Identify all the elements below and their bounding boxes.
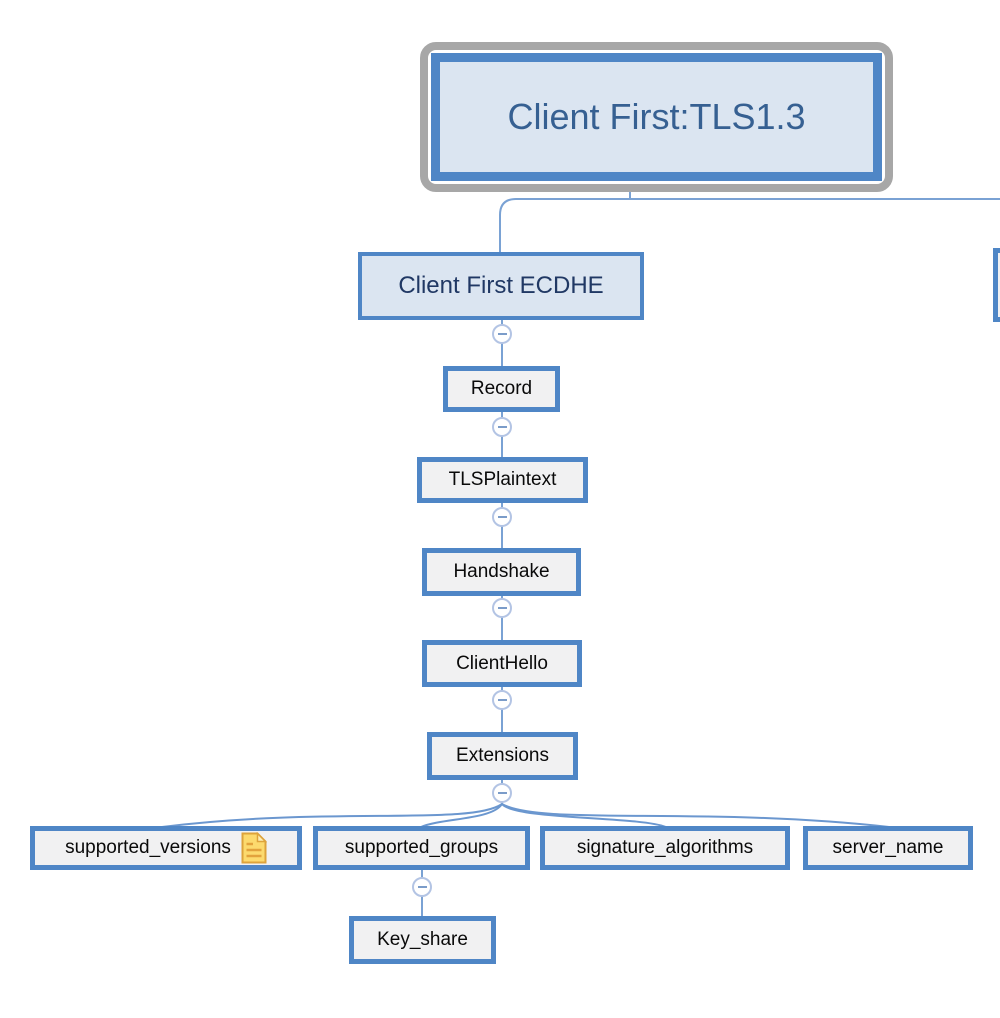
node-signature-algorithms[interactable]: signature_algorithms bbox=[540, 826, 790, 870]
node-label: Handshake bbox=[453, 561, 550, 582]
collapse-toggle-clienthello[interactable] bbox=[492, 690, 512, 710]
node-label: server_name bbox=[832, 837, 944, 858]
root-node-label: Client First:TLS1.3 bbox=[507, 96, 806, 137]
node-extensions[interactable]: Extensions bbox=[427, 732, 578, 780]
node-supported-versions[interactable]: supported_versions bbox=[30, 826, 302, 870]
node-server-name[interactable]: server_name bbox=[803, 826, 973, 870]
collapse-toggle-handshake[interactable] bbox=[492, 598, 512, 618]
node-label: supported_groups bbox=[344, 837, 499, 858]
node-label: TLSPlaintext bbox=[448, 469, 557, 490]
collapse-toggle-record[interactable] bbox=[492, 417, 512, 437]
node-label: ClientHello bbox=[456, 652, 548, 674]
minus-icon bbox=[497, 792, 507, 794]
node-supported-groups[interactable]: supported_groups bbox=[313, 826, 530, 870]
node-label: Key_share bbox=[377, 929, 468, 950]
root-node-frame: Client First:TLS1.3 bbox=[420, 42, 893, 192]
collapse-toggle-tlsplaintext[interactable] bbox=[492, 507, 512, 527]
node-key-share[interactable]: Key_share bbox=[349, 916, 496, 964]
collapse-toggle-supported-groups[interactable] bbox=[412, 877, 432, 897]
node-label: Record bbox=[470, 378, 533, 399]
root-node[interactable]: Client First:TLS1.3 bbox=[431, 53, 882, 181]
minus-icon bbox=[497, 699, 507, 701]
minus-icon bbox=[497, 426, 507, 428]
minus-icon bbox=[497, 516, 507, 518]
minus-icon bbox=[417, 886, 427, 888]
partial-node-right[interactable] bbox=[993, 248, 1000, 322]
minus-icon bbox=[497, 333, 507, 335]
node-handshake[interactable]: Handshake bbox=[422, 548, 581, 596]
node-tlsplaintext[interactable]: TLSPlaintext bbox=[417, 457, 588, 503]
node-clienthello[interactable]: ClientHello bbox=[422, 640, 582, 687]
collapse-toggle-extensions[interactable] bbox=[492, 783, 512, 803]
node-label: Extensions bbox=[456, 745, 549, 766]
node-label: signature_algorithms bbox=[576, 837, 754, 858]
minus-icon bbox=[497, 607, 507, 609]
node-label: Client First ECDHE bbox=[398, 272, 604, 299]
note-icon[interactable] bbox=[241, 832, 267, 864]
node-record[interactable]: Record bbox=[443, 366, 560, 412]
node-label: supported_versions bbox=[65, 837, 231, 858]
node-client-first-ecdhe[interactable]: Client First ECDHE bbox=[358, 252, 644, 320]
collapse-toggle-ecdhe[interactable] bbox=[492, 324, 512, 344]
